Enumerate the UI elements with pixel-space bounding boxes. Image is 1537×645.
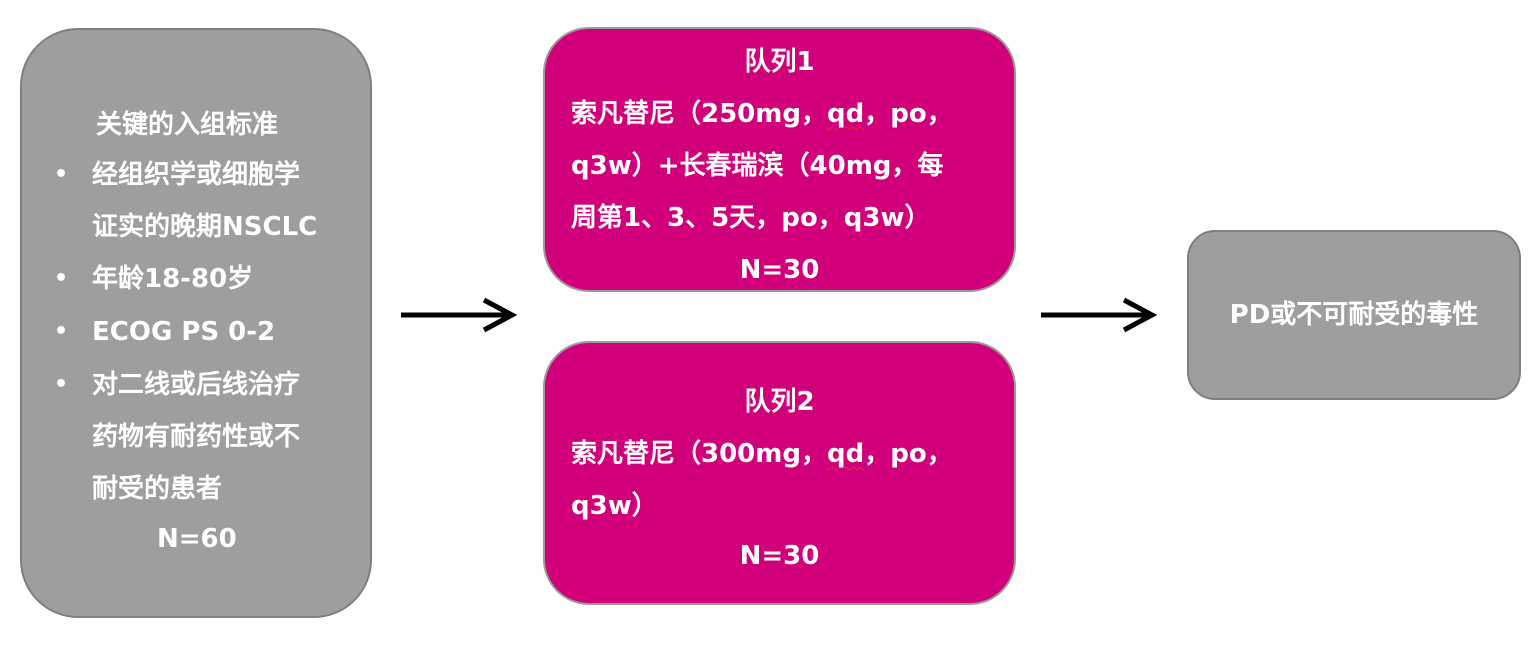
bullet-icon: • <box>54 162 69 187</box>
cohort-1-sample-size: N=30 <box>739 255 820 285</box>
cohort-1-line-2: q3w）+长春瑞滨（40mg，每 <box>571 151 944 181</box>
criteria-item-2: 年龄18-80岁 <box>92 264 254 294</box>
arrow-right-icon <box>1041 297 1158 333</box>
cohort-1-line-1: 索凡替尼（250mg，qd，po， <box>571 99 953 129</box>
criteria-item-4-line-2: 药物有耐药性或不 <box>92 422 301 452</box>
criteria-sample-size: N=60 <box>157 524 237 554</box>
bullet-icon: • <box>54 319 69 344</box>
criteria-item-1-line-1: 经组织学或细胞学 <box>92 160 301 190</box>
cohort-2-line-1: 索凡替尼（300mg，qd，po， <box>571 439 953 469</box>
criteria-title: 关键的入组标准 <box>96 110 279 140</box>
criteria-item-4-line-3: 耐受的患者 <box>92 474 223 504</box>
cohort-2-title: 队列2 <box>744 387 815 417</box>
inclusion-criteria-box: 关键的入组标准 • 经组织学或细胞学 证实的晚期NSCLC • 年龄18-80岁… <box>20 28 372 618</box>
outcome-label: PD或不可耐受的毒性 <box>1229 300 1479 330</box>
cohort-1-line-3: 周第1、3、5天，po，q3w） <box>571 203 931 233</box>
bullet-icon: • <box>54 372 69 397</box>
arrow-right-icon <box>401 297 518 333</box>
criteria-item-1-line-2: 证实的晚期NSCLC <box>92 212 318 242</box>
cohort-1-box: 队列1 索凡替尼（250mg，qd，po， q3w）+长春瑞滨（40mg，每 周… <box>543 27 1016 292</box>
cohort-2-box: 队列2 索凡替尼（300mg，qd，po， q3w） N=30 <box>543 341 1016 605</box>
bullet-icon: • <box>54 266 69 291</box>
criteria-item-4-line-1: 对二线或后线治疗 <box>92 370 301 400</box>
outcome-box: PD或不可耐受的毒性 <box>1187 230 1521 400</box>
cohort-2-sample-size: N=30 <box>739 541 820 571</box>
cohort-1-title: 队列1 <box>744 47 815 77</box>
criteria-item-3: ECOG PS 0-2 <box>92 317 276 347</box>
cohort-2-line-2: q3w） <box>571 491 658 521</box>
